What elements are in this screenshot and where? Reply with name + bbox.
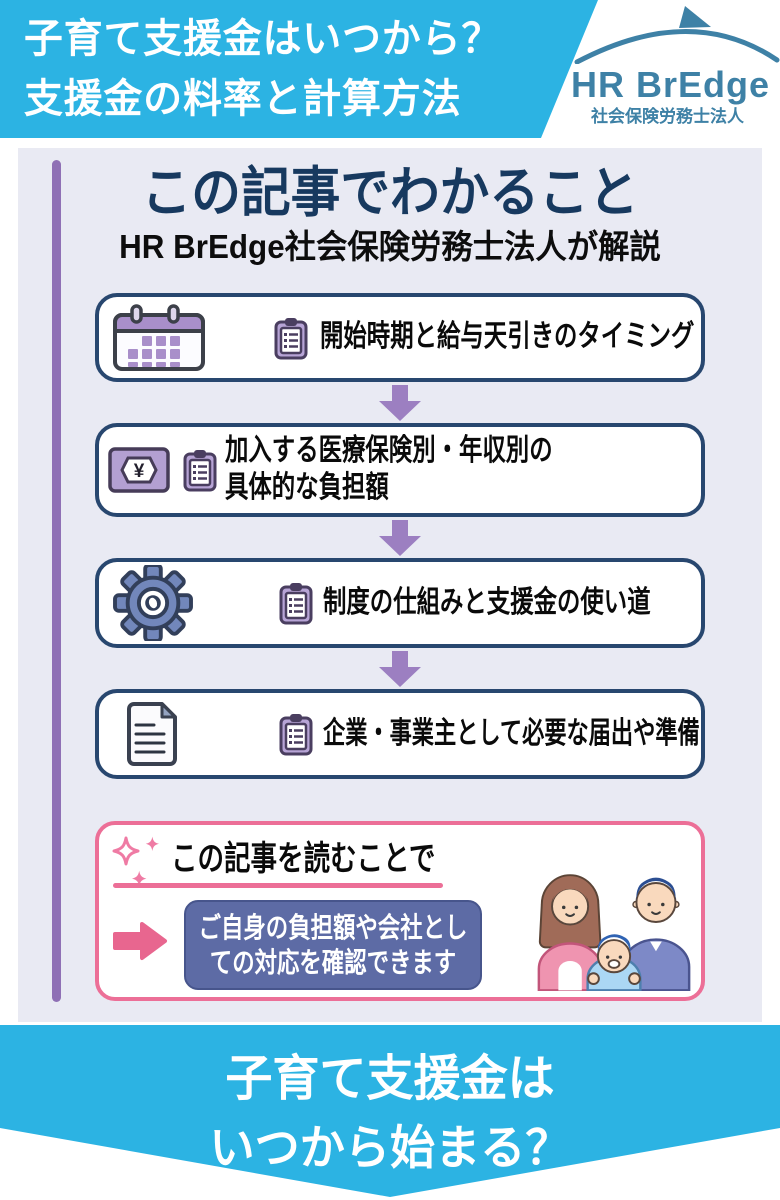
logo-panel: HR BrEdge 社会保険労務士法人 [541, 0, 780, 138]
down-arrow-icon [379, 519, 421, 556]
step-text-2-line2: 具体的な負担額 [225, 471, 389, 504]
article-heading: この記事でわかること [141, 163, 639, 223]
footer-banner: 子育て支援金は いつから始まる？ [0, 1025, 780, 1197]
gear-icon [113, 565, 193, 641]
step-box-3: 制度の仕組みと支援金の使い道 [95, 558, 705, 648]
yen-banknote-icon: ¥ [108, 447, 170, 493]
arrow-row [95, 517, 705, 558]
step-text-3: 制度の仕組みと支援金の使い道 [323, 585, 651, 619]
step-text-2-line1: 加入する医療保険別・年収別の [225, 434, 553, 468]
step-text-4: 企業・事業主として必要な届出や準備 [323, 716, 700, 750]
footer-line1: 子育て支援金は [225, 1052, 555, 1106]
step-text-2: 加入する医療保険別・年収別の 具体的な負担額 [225, 433, 553, 506]
benefit-message-line1: ご自身の負担額や会社とし [198, 912, 468, 943]
clipboard-icon [183, 450, 217, 492]
clipboard-icon [274, 317, 308, 359]
benefit-heading: この記事を読むことで [171, 840, 436, 878]
logo-subtitle: 社会保険労務士法人 [591, 107, 744, 126]
benefit-box: この記事を読むことで ご自身の負担額や会社とし ての対応を確認できます [95, 821, 705, 1001]
clipboard-icon [279, 714, 313, 756]
arrow-row [95, 648, 705, 689]
down-arrow-icon [379, 384, 421, 421]
footer-line2: いつから始まる？ [209, 1121, 571, 1174]
sparkles-icon [112, 836, 159, 887]
step-box-1: 開始時期と給与天引きのタイミング [95, 293, 705, 382]
clipboard-icon [279, 583, 313, 625]
family-illustration [537, 874, 691, 991]
svg-text:¥: ¥ [134, 461, 145, 482]
step-box-2: ¥ 加入する医療保険別・年収別の 具体的な負担額 [95, 423, 705, 517]
header-title-line2: 支援金の料率と計算方法 [24, 77, 462, 121]
header-title-line1: 子育て支援金はいつから？ [24, 17, 502, 61]
step-text-1: 開始時期と給与天引きのタイミング [320, 320, 695, 354]
benefit-message-box: ご自身の負担額や会社とし ての対応を確認できます [184, 900, 482, 990]
main-panel: この記事でわかること HR BrEdge社会保険労務士法人が解説 [18, 148, 762, 1022]
logo-name: HR BrEdge [571, 64, 771, 105]
calendar-icon [113, 303, 205, 371]
step-box-4: 企業・事業主として必要な届出や準備 [95, 689, 705, 779]
document-icon [127, 702, 177, 766]
down-arrow-icon [379, 650, 421, 687]
steps-list: 開始時期と給与天引きのタイミング ¥ [95, 293, 705, 779]
article-subheading: HR BrEdge社会保険労務士法人が解説 [119, 228, 661, 265]
accent-vertical-line [52, 160, 61, 1002]
benefit-message-line2: ての対応を確認できます [209, 947, 457, 978]
header-banner: 子育て支援金はいつから？ 支援金の料率と計算方法 HR BrEdge 社会保険労… [0, 0, 780, 138]
arrow-row [95, 382, 705, 423]
pink-arrow-icon [113, 922, 167, 960]
benefit-underline [113, 883, 443, 888]
bridge-logo-icon [574, 6, 780, 64]
